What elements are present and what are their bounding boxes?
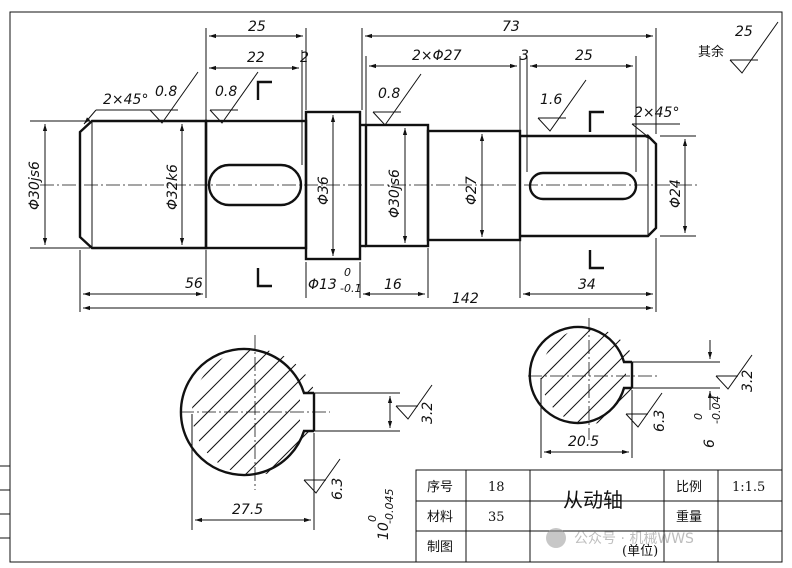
sec-b-depth-upper: 0 bbox=[692, 413, 705, 420]
top-dimensions bbox=[205, 28, 657, 172]
dim-dia-30js6-right: Φ30js6 bbox=[387, 169, 403, 218]
diameter-dimensions bbox=[30, 115, 696, 256]
tb-seq-value: 18 bbox=[488, 480, 505, 495]
dim-2x27: 2×Φ27 bbox=[412, 48, 462, 64]
dim-142: 142 bbox=[452, 291, 479, 307]
dim-dia-27: Φ27 bbox=[464, 176, 480, 205]
chamfer-leaders bbox=[83, 109, 680, 141]
dim-dia-24: Φ24 bbox=[668, 179, 684, 208]
dim-2: 2 bbox=[300, 50, 309, 66]
tb-scale-value: 1:1.5 bbox=[732, 480, 765, 495]
title-block bbox=[415, 469, 783, 563]
sec-b-depth-lower: -0.04 bbox=[710, 396, 723, 424]
sec-b-width: 20.5 bbox=[568, 434, 599, 450]
drawing-frame bbox=[9, 11, 783, 563]
bottom-dimensions bbox=[79, 238, 657, 312]
tb-material-label: 材料 bbox=[427, 510, 453, 525]
sec-a-width: 27.5 bbox=[232, 502, 263, 518]
roughness-others-label: 其余 bbox=[698, 44, 724, 60]
dim-25-right: 25 bbox=[575, 48, 593, 64]
tb-part-name: 从动轴 bbox=[563, 488, 623, 512]
dim-dia-32k6: Φ32k6 bbox=[165, 164, 181, 210]
dim-34: 34 bbox=[578, 277, 596, 293]
roughness-symbols bbox=[149, 21, 779, 132]
watermark: 公众号 · 机械WWS bbox=[546, 528, 694, 548]
dim-13-tol-upper: 0 bbox=[344, 266, 351, 279]
sec-b-depth: 6 bbox=[702, 439, 718, 448]
dim-13: Φ13 bbox=[308, 277, 337, 293]
tb-material-value: 35 bbox=[488, 510, 505, 525]
section-b bbox=[528, 318, 753, 458]
chamfer-left-label: 2×45° bbox=[103, 92, 148, 108]
sec-a-depth-upper: 0 bbox=[366, 515, 379, 522]
tb-weight-label: 重量 bbox=[676, 509, 702, 525]
tb-unit-label: (单位) bbox=[622, 544, 658, 559]
sec-b-roughness-slot: 3.2 bbox=[740, 370, 756, 392]
roughness-others-value: 25 bbox=[735, 24, 753, 40]
dim-dia-36: Φ36 bbox=[316, 176, 332, 205]
tb-drawn-label: 制图 bbox=[427, 540, 453, 555]
chamfer-right-label: 2×45° bbox=[634, 105, 679, 121]
roughness-r1: 0.8 bbox=[155, 84, 177, 100]
shaft-outline bbox=[78, 110, 658, 261]
dim-25-top: 25 bbox=[248, 19, 266, 35]
sec-b-roughness-face: 6.3 bbox=[652, 410, 668, 432]
sec-a-depth-lower: -0.045 bbox=[383, 489, 396, 524]
sec-a-roughness-slot: 3.2 bbox=[420, 402, 436, 424]
tb-seq-label: 序号 bbox=[427, 480, 453, 495]
dim-22: 22 bbox=[247, 50, 265, 66]
tb-scale-label: 比例 bbox=[676, 480, 702, 495]
section-markers bbox=[256, 80, 604, 288]
roughness-r2: 0.8 bbox=[215, 84, 237, 100]
sec-a-depth: 10 bbox=[376, 522, 392, 540]
roughness-r4: 1.6 bbox=[540, 92, 562, 108]
sec-a-roughness-face: 6.3 bbox=[330, 478, 346, 500]
dim-73: 73 bbox=[502, 19, 520, 35]
svg-text:公众号 · 机械WWS: 公众号 · 机械WWS bbox=[574, 531, 694, 547]
dim-16: 16 bbox=[384, 277, 402, 293]
roughness-r3: 0.8 bbox=[378, 86, 400, 102]
dim-13-tol-lower: -0.1 bbox=[340, 282, 361, 295]
dim-3: 3 bbox=[520, 48, 529, 64]
dim-56: 56 bbox=[185, 276, 203, 292]
dim-dia-30js6-left: Φ30js6 bbox=[27, 161, 43, 210]
